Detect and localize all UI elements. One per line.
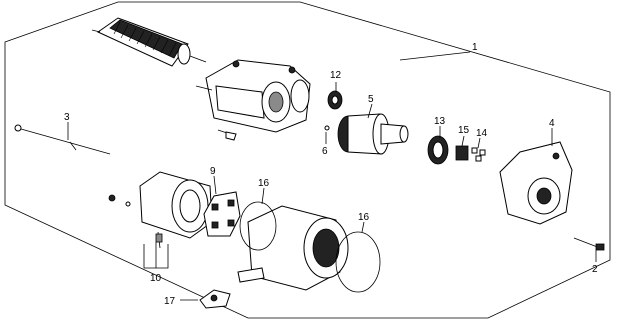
assembly-boundary [4, 1, 611, 319]
callout-1: 1 [472, 42, 478, 53]
retainer [455, 145, 486, 162]
callout-4: 4 [549, 118, 555, 129]
through-bolt [573, 237, 605, 251]
callout-16-front: 16 [358, 212, 370, 223]
callout-13: 13 [434, 116, 446, 127]
callout-12: 12 [330, 70, 342, 81]
grommet [199, 289, 231, 309]
needle-bearing [427, 135, 449, 165]
callout-10-bracket [143, 244, 169, 269]
o-ring-rear [239, 201, 277, 251]
armature [91, 17, 207, 67]
steel-ball [324, 125, 330, 131]
leader-lines [67, 51, 597, 301]
callout-16-rear: 16 [258, 178, 270, 189]
callout-3: 3 [64, 112, 70, 123]
rear-cover [108, 171, 213, 249]
callout-17: 17 [164, 296, 176, 307]
yoke [237, 205, 349, 291]
callout-15: 15 [458, 125, 470, 136]
brush-holder [203, 191, 241, 237]
callout-5: 5 [368, 94, 374, 105]
callout-2: 2 [592, 264, 598, 275]
long-bolt [14, 124, 111, 155]
drive-end-housing [499, 141, 573, 225]
callout-10: 10 [150, 273, 162, 284]
overrunning-clutch [337, 113, 409, 155]
callout-14: 14 [476, 128, 488, 139]
o-ring-front [335, 231, 381, 293]
callout-6: 6 [322, 146, 328, 157]
callout-9: 9 [210, 166, 216, 177]
gear-housing [195, 59, 311, 141]
idler-gear [327, 90, 343, 110]
